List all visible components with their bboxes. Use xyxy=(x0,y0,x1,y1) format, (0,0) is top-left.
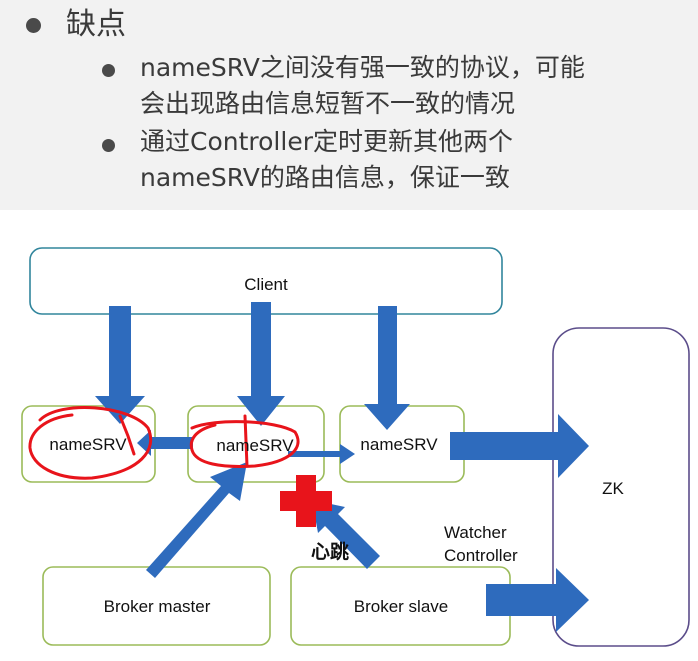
red-circle-annotation-1 xyxy=(28,406,153,480)
bullet-main: 缺点 xyxy=(66,7,126,42)
zk-box xyxy=(552,327,690,647)
bullet-sub-2-line-1: 通过Controller定时更新其他两个 xyxy=(140,127,513,156)
client-to-namesrv-3-arrow xyxy=(364,306,410,430)
bullet-sub-1-line-2: 会出现路由信息短暂不一致的情况 xyxy=(140,89,516,118)
client-to-namesrv-2-arrow xyxy=(237,302,285,426)
bullet-dot xyxy=(26,18,41,33)
controller-label: Controller xyxy=(444,546,518,565)
namesrv-1-label: nameSRV xyxy=(49,435,127,454)
bullet-sub-2-line-2: nameSRV的路由信息，保证一致 xyxy=(140,163,510,192)
namesrv-2-label: nameSRV xyxy=(216,436,294,455)
namesrv-3-to-zk-arrow xyxy=(450,414,589,478)
red-circle-annotation-2 xyxy=(189,420,300,468)
broker-slave-label: Broker slave xyxy=(354,597,448,616)
bullet-dot xyxy=(102,64,115,77)
broker-slave-to-zk-arrow xyxy=(486,568,589,632)
client-to-namesrv-1-arrow xyxy=(95,306,145,424)
heartbeat-label: 心跳 xyxy=(311,540,349,563)
bullet-list: 缺点 nameSRV之间没有强一致的协议，可能 会出现路由信息短暂不一致的情况 … xyxy=(0,0,698,210)
namesrv-2-to-namesrv-3-arrow xyxy=(288,444,355,464)
red-cross-mark-horizontal xyxy=(280,491,332,511)
heartbeat-arrow xyxy=(312,500,380,569)
bullet-dot xyxy=(102,139,115,152)
architecture-diagram: Client nameSRV nameSRV nameSRV ZK Broker… xyxy=(0,210,698,661)
red-slash-annotation xyxy=(243,414,249,468)
broker-master-to-namesrv-arrow xyxy=(146,462,247,578)
client-label: Client xyxy=(244,275,288,294)
namesrv-3-label: nameSRV xyxy=(360,435,438,454)
broker-master-label: Broker master xyxy=(104,597,211,616)
diagram-canvas: Client nameSRV nameSRV nameSRV ZK Broker… xyxy=(21,247,690,647)
watcher-label: Watcher xyxy=(444,523,507,542)
zk-label: ZK xyxy=(602,479,624,498)
red-tick-annotation xyxy=(118,414,136,456)
bullet-sub-1-line-1: nameSRV之间没有强一致的协议，可能 xyxy=(140,53,585,82)
